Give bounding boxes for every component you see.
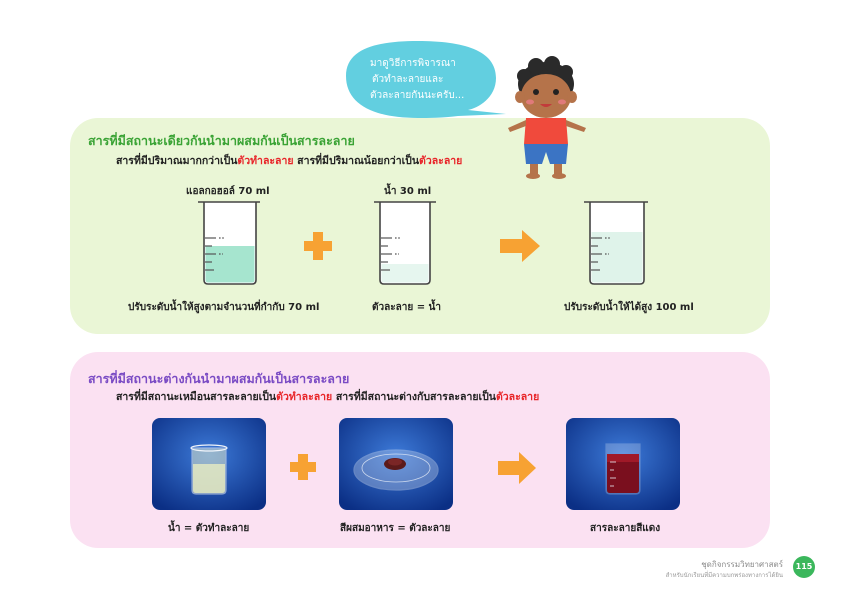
beaker2-bottom-label: ตัวละลาย = น้ำ [372, 302, 442, 313]
bubble-line-3: ตัวละลายกันนะครับ... [370, 90, 465, 101]
beaker3-bottom-label: ปรับระดับน้ำให้ได้สูง 100 ml [564, 302, 694, 313]
arrow-right-icon [500, 230, 540, 262]
bubble-line-1: มาดูวิธีการพิจารณา [370, 58, 456, 69]
red-solution-photo [566, 418, 680, 510]
footer-book-title: ชุดกิจกรรมวิทยาศาสตร์ [701, 560, 783, 569]
section2-title: สารที่มีสถานะต่างกันนำมาผสมกันเป็นสารละล… [88, 371, 350, 386]
food-coloring-photo [339, 418, 453, 510]
section2-subtitle: สารที่มีสถานะเหมือนสารละลายเป็นตัวทำละลา… [116, 391, 540, 403]
speech-bubble [346, 41, 506, 118]
plus-icon [304, 232, 332, 260]
photo3-label: สารละลายสีแดง [590, 523, 661, 534]
section1-title: สารที่มีสถานะเดียวกันนำมาผสมกันเป็นสารละ… [88, 133, 355, 148]
beaker-icon [374, 201, 436, 285]
beaker-icon [584, 201, 648, 285]
arrow-right-icon [498, 452, 536, 484]
beaker1-bottom-label: ปรับระดับน้ำให้สูงตามจำนวนที่กำกับ 70 ml [128, 302, 320, 313]
water-beaker-photo [152, 418, 266, 510]
beaker2-top-label: น้ำ 30 ml [384, 186, 432, 197]
photo1-label: น้ำ = ตัวทำละลาย [168, 523, 250, 534]
boy-character-icon [508, 56, 586, 179]
footer-subtitle: สำหรับนักเรียนที่มีความบกพร่องทางการได้ย… [665, 572, 783, 579]
photo2-label: สีผสมอาหาร = ตัวละลาย [340, 523, 451, 534]
beaker-icon [198, 201, 260, 285]
page-number: 115 [793, 556, 815, 578]
section1-subtitle: สารที่มีปริมาณมากกว่าเป็นตัวทำละลาย สารท… [116, 155, 463, 167]
plus-icon [290, 454, 316, 480]
beaker1-top-label: แอลกอฮอล์ 70 ml [186, 186, 270, 197]
bubble-line-2: ตัวทำละลายและ [372, 74, 444, 85]
